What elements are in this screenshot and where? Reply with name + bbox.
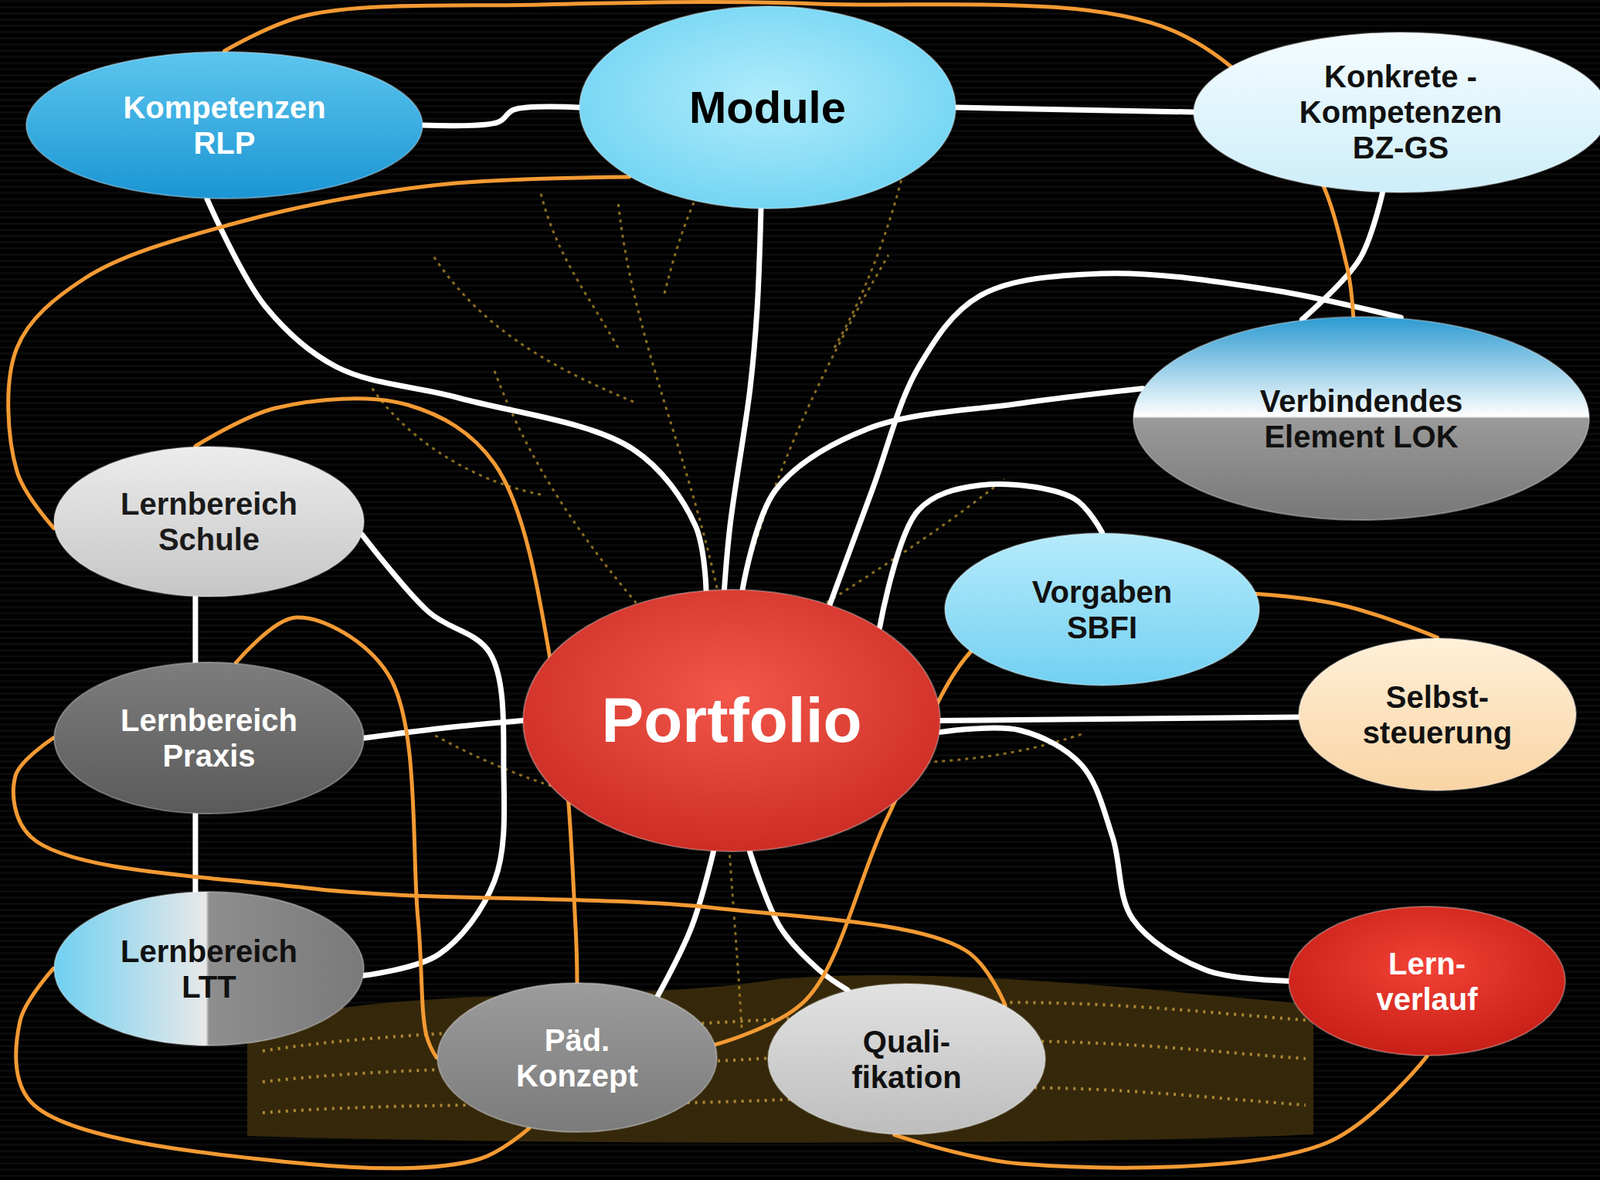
ellipse-outline — [1133, 316, 1590, 520]
node-text: Portfolio — [601, 683, 862, 757]
connector-line — [657, 851, 714, 996]
node-text: Selbst- steuerung — [1352, 679, 1523, 751]
node-text: Konkrete - Kompetenzen BZ-GS — [1284, 58, 1517, 166]
node-text: Quali- fikation — [829, 1023, 985, 1095]
ellipse-outline — [437, 982, 717, 1132]
node-label: Lernbereich LTT — [108, 933, 310, 1005]
connector-line — [362, 534, 505, 975]
node-text: Lern- verlauf — [1357, 945, 1497, 1017]
node-label: Module — [689, 81, 846, 134]
ellipse-outline — [26, 51, 423, 199]
node-text: Verbindendes Element LOK — [1245, 383, 1478, 455]
ellipse-outline — [523, 589, 941, 852]
ellipse-outline — [1193, 32, 1600, 193]
connector-line — [423, 106, 579, 126]
ellipse-node: Lernbereich Schule — [53, 445, 365, 598]
node-text: Vorgaben SBFI — [1017, 574, 1188, 646]
node-label: Lern- verlauf — [1357, 945, 1497, 1017]
node-label: Selbst- steuerung — [1352, 679, 1523, 751]
ellipse-node: Portfolio — [522, 588, 941, 853]
node-label: Lernbereich Praxis — [108, 702, 310, 774]
connector-line — [956, 107, 1193, 113]
node-label: Portfolio — [601, 683, 862, 757]
connector-line — [192, 597, 198, 663]
node-shape — [53, 445, 365, 598]
node-label: Lernbereich Schule — [108, 485, 310, 558]
node-shape — [25, 50, 424, 200]
connector-line — [940, 716, 1298, 721]
node-label: Vorgaben SBFI — [1017, 574, 1188, 646]
ellipse-node: Module — [578, 5, 957, 210]
node-shape — [1287, 905, 1567, 1057]
node-text: Kompetenzen RLP — [108, 89, 341, 161]
connector-line — [364, 720, 523, 739]
tree-branch — [540, 193, 619, 348]
node-text: Päd. Konzept — [499, 1022, 655, 1094]
node-text: Module — [689, 81, 846, 134]
node-label: Verbindendes Element LOK — [1245, 383, 1478, 455]
node-text: Lernbereich Schule — [108, 485, 310, 558]
node-shape — [1132, 315, 1590, 521]
tree-branch — [618, 200, 727, 634]
node-shape — [944, 532, 1261, 687]
ellipse-node: Lern- verlauf — [1287, 905, 1567, 1057]
ellipse-node: Lernbereich Praxis — [53, 661, 365, 815]
ellipse-outline — [1298, 638, 1577, 791]
ellipse-outline — [54, 662, 364, 814]
ellipse-node: Päd. Konzept — [436, 981, 718, 1133]
node-label: Konkrete - Kompetenzen BZ-GS — [1284, 58, 1517, 166]
ellipse-outline — [767, 983, 1046, 1135]
node-shape — [53, 890, 365, 1047]
node-shape — [767, 982, 1047, 1135]
ellipse-node: Konkrete - Kompetenzen BZ-GS — [1192, 31, 1600, 194]
node-label: Kompetenzen RLP — [108, 89, 341, 161]
node-label: Päd. Konzept — [499, 1022, 655, 1094]
ellipse-outline — [1288, 906, 1566, 1056]
ellipse-outline — [944, 533, 1260, 686]
node-shape — [436, 981, 718, 1133]
connector-line — [940, 727, 1288, 981]
ellipse-outline — [54, 446, 364, 597]
ellipse-node: Quali- fikation — [767, 982, 1047, 1135]
node-shape — [53, 661, 365, 815]
ellipse-node: Lernbereich LTT — [53, 890, 365, 1047]
ellipse-outline — [54, 891, 364, 1046]
ellipse-node: Kompetenzen RLP — [25, 50, 424, 200]
node-text: Lernbereich LTT — [108, 933, 310, 1005]
node-label: Quali- fikation — [829, 1023, 985, 1095]
ellipse-node: Vorgaben SBFI — [944, 532, 1261, 687]
ellipse-node: Verbindendes Element LOK — [1132, 315, 1590, 521]
ellipse-outline — [579, 6, 956, 209]
tree-branch — [432, 254, 634, 402]
node-shape — [1297, 637, 1577, 792]
ellipse-node: Selbst- steuerung — [1297, 637, 1577, 792]
connector-line — [192, 814, 198, 892]
node-text: Lernbereich Praxis — [108, 702, 310, 774]
ground — [247, 974, 1314, 1143]
